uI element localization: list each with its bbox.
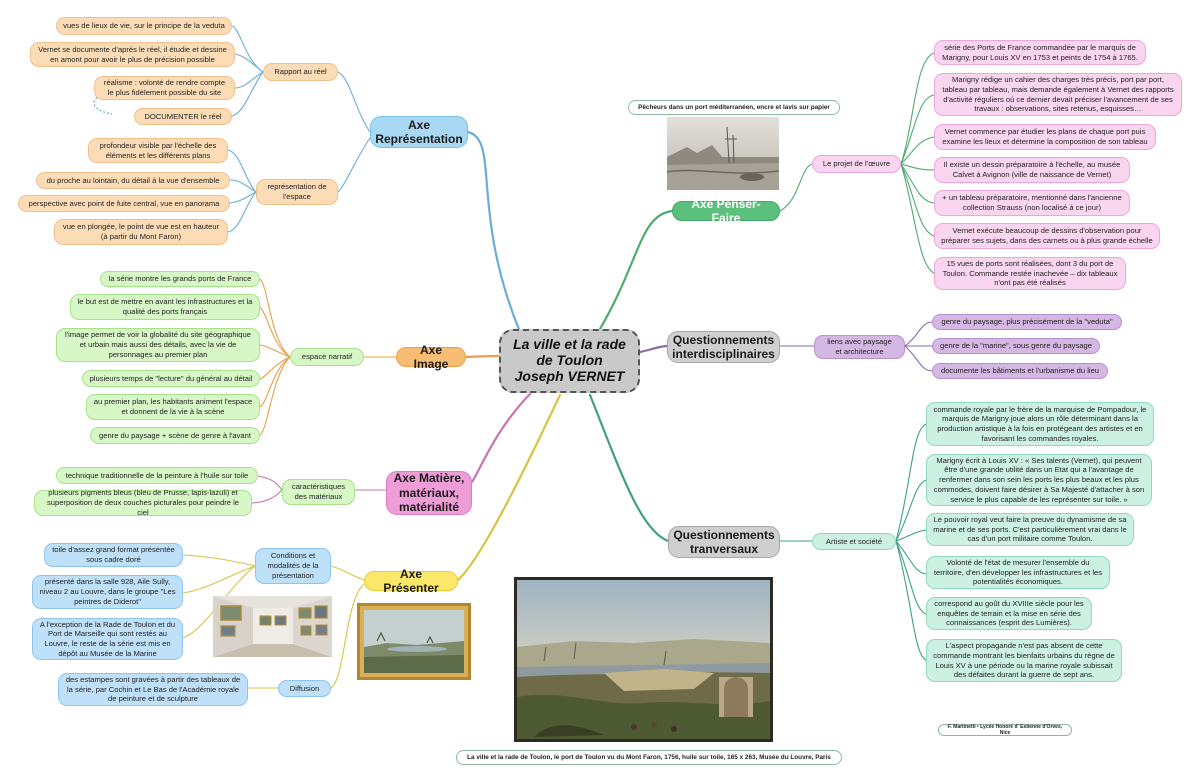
leaf-pouvoir-royal[interactable]: Le pouvoir royal veut faire la preuve du… (926, 513, 1134, 546)
leaf-15-vues[interactable]: 15 vues de ports sont réalisées, dont 3 … (934, 257, 1126, 290)
leaf-marine[interactable]: genre de la "marine", sous genre du pays… (932, 338, 1100, 354)
painting-caption: La ville et la rade de Toulon, le port d… (456, 750, 842, 765)
central-topic: La ville et la rade de Toulon Joseph VER… (499, 329, 640, 393)
leaf-etude-plans[interactable]: Vernet commence par étudier les plans de… (934, 124, 1156, 150)
leaf-serie-ports[interactable]: la série montre les grands ports de Fran… (100, 271, 260, 287)
axis-representation[interactable]: Axe Représentation (370, 116, 468, 148)
leaf-infrastructures[interactable]: le but est de mettre en avant les infras… (70, 294, 260, 320)
leaf-dessin-preparatoire[interactable]: Il existe un dessin préparatoire à l'éch… (934, 157, 1130, 183)
leaf-temps-lecture[interactable]: plusieurs temps de "lecture" du général … (82, 370, 260, 387)
espace-narratif-node[interactable]: espace narratif (290, 348, 364, 366)
central-topic-line3: Joseph VERNET (514, 367, 625, 384)
leaf-globalite[interactable]: l'image permet de voir la globalité du s… (56, 328, 260, 362)
leaf-veduta-genre[interactable]: genre du paysage, plus précisément de la… (932, 314, 1122, 330)
leaf-realisme[interactable]: réalisme : volonté de rendre compte le p… (94, 76, 235, 100)
representation-espace-node[interactable]: représentation de l'espace (256, 179, 338, 205)
axis-matiere[interactable]: Axe Matière, matériaux, matérialité (386, 471, 472, 515)
credit-label: F. Martinetti • Lycée Honoré d' Estienne… (938, 724, 1072, 736)
leaf-genre-paysage[interactable]: genre du paysage + scène de genre à l'av… (90, 427, 260, 444)
leaf-propagande[interactable]: L'aspect propagande n'est pas absent de … (926, 639, 1122, 682)
leaf-profondeur[interactable]: profondeur visible par l'échelle des élé… (88, 138, 228, 163)
leaf-premier-plan[interactable]: au premier plan, les habitants animent l… (86, 394, 260, 420)
caracteristiques-node[interactable]: caractéristiques des matériaux (282, 479, 355, 505)
leaf-tableau-preparatoire[interactable]: + un tableau préparatoire, mentionné dan… (934, 190, 1130, 216)
leaf-marigny-lettre[interactable]: Marigny écrit à Louis XV : « Ses talents… (926, 454, 1152, 506)
drawing-caption: Pêcheurs dans un port méditerranéen, enc… (628, 100, 840, 115)
leaf-huile-toile[interactable]: technique traditionnelle de la peinture … (56, 467, 258, 484)
liens-paysage-node[interactable]: liens avec paysage et architecture (814, 335, 905, 359)
leaf-gout-xviiie[interactable]: correspond au goût du XVIIIe siècle pour… (926, 597, 1092, 630)
rapport-au-reel-node[interactable]: Rapport au réel (263, 63, 338, 81)
leaf-musee-marine[interactable]: A l'exception de la Rade de Toulon et du… (32, 618, 183, 660)
central-topic-line1: La ville et la rade (513, 336, 626, 353)
main-painting[interactable] (514, 577, 773, 742)
leaf-pigments[interactable]: plusieurs pigments bleus (bleu de Prusse… (34, 488, 252, 517)
axis-penser-faire[interactable]: Axe Penser-Faire (672, 197, 780, 225)
leaf-estampes[interactable]: des estampes sont gravées à partir des t… (58, 673, 248, 706)
diffusion-node[interactable]: Diffusion (278, 680, 331, 697)
leaf-volonte-etat[interactable]: Volonté de l'état de mesurer l'ensemble … (926, 556, 1110, 589)
leaf-veduta[interactable]: vues de lieux de vie, sur le principe de… (56, 17, 232, 35)
louvre-gallery-photo[interactable] (213, 596, 332, 657)
conditions-node[interactable]: Conditions et modalités de la présentati… (255, 548, 331, 584)
leaf-plongee[interactable]: vue en plongée, le point de vue est en h… (54, 219, 228, 245)
central-topic-line2: de Toulon (536, 352, 603, 369)
axis-interdisciplinaires[interactable]: Questionnements interdisciplinaires (667, 331, 780, 363)
leaf-cahier-charges[interactable]: Marigny rédige un cahier des charges trè… (934, 73, 1182, 116)
leaf-urbanisme[interactable]: documente les bâtiments et l'urbanisme d… (932, 363, 1108, 379)
leaf-documentation[interactable]: Vernet se documente d’après le réel, il … (30, 42, 235, 67)
drawing-thumbnail[interactable] (667, 117, 779, 190)
projet-oeuvre-node[interactable]: Le projet de l'œuvre (812, 155, 901, 173)
axis-image[interactable]: Axe Image (396, 343, 466, 371)
leaf-serie-ports-france[interactable]: série des Ports de France commandée par … (934, 40, 1146, 65)
leaf-proche-lointain[interactable]: du proche au lointain, du détail à la vu… (36, 172, 230, 189)
leaf-perspective[interactable]: perspective avec point de fuite central,… (18, 195, 230, 212)
artiste-societe-node[interactable]: Artiste et société (812, 533, 896, 550)
axis-transversaux[interactable]: Questionnements tranversaux (668, 526, 780, 558)
leaf-salle-928[interactable]: présenté dans la salle 928, Aile Sully, … (32, 575, 183, 609)
leaf-documenter[interactable]: DOCUMENTER le réel (134, 108, 232, 125)
axis-presenter[interactable]: Axe Présenter (364, 567, 458, 595)
leaf-dessins-observation[interactable]: Vernet exécute beaucoup de dessins d'obs… (934, 223, 1160, 249)
leaf-cadre-dore[interactable]: toile d'assez grand format présentée sou… (44, 543, 183, 567)
leaf-commande-royale[interactable]: commande royale par le frère de la marqu… (926, 402, 1154, 446)
framed-painting-thumbnail[interactable] (357, 603, 471, 680)
